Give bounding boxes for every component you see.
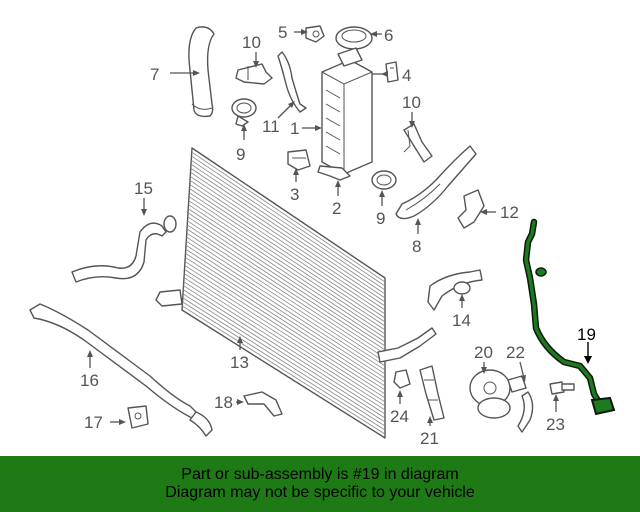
coolant-pipe-part-16[interactable]	[29, 303, 213, 437]
callout-19-highlighted: 19	[577, 325, 596, 344]
callout-20: 20	[474, 343, 493, 362]
parts-diagram: 7 10 9 5 6 4 10 11 1 3 2 9 8 12 15 13 14…	[29, 23, 616, 448]
seal-ring-part-6[interactable]	[335, 26, 373, 50]
hose-part-11[interactable]	[277, 51, 307, 113]
callout-13: 13	[230, 353, 249, 372]
intercooler-part-1[interactable]	[321, 47, 373, 175]
radiator-fin	[186, 232, 386, 363]
callout-17: 17	[84, 413, 103, 432]
radiator-fin	[190, 167, 386, 299]
radiator-fin	[183, 285, 386, 415]
callout-11: 11	[262, 117, 280, 136]
radiator-fin	[184, 269, 386, 399]
coolant-hose-part-19-highlighted[interactable]	[522, 218, 616, 416]
radiator-fin	[188, 196, 386, 327]
radiator-fin	[182, 293, 386, 423]
callout-4: 4	[402, 66, 411, 85]
callout-14: 14	[452, 311, 471, 330]
radiator-fin	[190, 176, 386, 307]
radiator-fin	[183, 289, 386, 419]
callout-5: 5	[278, 23, 287, 42]
radiator-fin	[185, 257, 386, 387]
bracket-part-22[interactable]	[517, 391, 534, 433]
radiator-fin	[187, 220, 386, 351]
radiator-fin	[189, 192, 386, 323]
radiator-fin	[191, 151, 386, 283]
radiator-fin	[190, 163, 386, 295]
callout-18: 18	[214, 393, 233, 412]
callout-3: 3	[290, 185, 299, 204]
callout-2: 2	[332, 199, 341, 218]
radiator-fin	[186, 228, 386, 359]
hose-part-14[interactable]	[427, 269, 483, 311]
radiator-fin	[182, 301, 386, 431]
callout-21: 21	[420, 429, 439, 448]
radiator-fin	[182, 297, 386, 427]
clamp-part-9-left[interactable]	[231, 98, 257, 127]
notice-line-2: Diagram may not be specific to your vehi…	[165, 484, 475, 501]
radiator-fin	[184, 273, 386, 403]
sensor-part-5[interactable]	[305, 25, 325, 43]
radiator-fin	[183, 277, 386, 407]
bracket-part-18[interactable]	[243, 391, 283, 417]
callout-9-center: 9	[376, 209, 385, 228]
radiator-fin	[186, 240, 386, 371]
radiator-fin	[189, 184, 386, 315]
radiator-fin	[189, 188, 386, 319]
air-duct-part-8[interactable]	[395, 145, 477, 220]
leader-lines	[87, 29, 592, 426]
callout-6: 6	[384, 26, 393, 45]
bracket-part-2[interactable]	[317, 165, 351, 181]
callout-9-left: 9	[236, 145, 245, 164]
nut-part-24[interactable]	[393, 369, 411, 389]
radiator-fin	[188, 204, 386, 335]
clamp-part-9-center[interactable]	[371, 170, 397, 190]
air-duct-part-7[interactable]	[188, 26, 215, 118]
radiator-part-13[interactable]	[155, 147, 437, 439]
mount-part-3[interactable]	[287, 149, 311, 171]
bracket-part-12[interactable]	[457, 189, 485, 229]
bracket-part-10-right[interactable]	[403, 123, 433, 163]
radiator-fin	[189, 180, 386, 311]
radiator-fin	[186, 236, 386, 367]
radiator-fin	[187, 224, 386, 355]
radiator-fin	[185, 252, 386, 383]
callout-labels: 7 10 9 5 6 4 10 11 1 3 2 9 8 12 15 13 14…	[80, 23, 596, 448]
radiator-fin	[184, 265, 386, 395]
radiator-fin	[183, 281, 386, 411]
callout-8: 8	[412, 237, 421, 256]
notice-line-1: Part or sub-assembly is #19 in diagram	[181, 466, 459, 483]
radiator-fin	[191, 155, 386, 287]
radiator-fin	[184, 261, 386, 391]
radiator-fin	[185, 248, 386, 379]
callout-12: 12	[500, 203, 519, 222]
bracket-part-21[interactable]	[419, 365, 445, 421]
callout-10-right: 10	[402, 93, 421, 112]
radiator-fin	[191, 159, 386, 291]
radiator-fin	[188, 200, 386, 331]
notice-banner: Part or sub-assembly is #19 in diagram D…	[0, 456, 640, 512]
callout-22: 22	[506, 343, 525, 362]
coolant-hose-part-15[interactable]	[71, 215, 177, 283]
bracket-part-10-left[interactable]	[235, 63, 273, 85]
callout-15: 15	[134, 179, 153, 198]
bolt-part-23[interactable]	[549, 381, 575, 395]
callout-24: 24	[390, 407, 409, 426]
water-pump-part-20[interactable]	[469, 369, 527, 419]
radiator-fin	[187, 216, 386, 347]
mount-part-17[interactable]	[127, 405, 149, 429]
callout-16: 16	[80, 371, 99, 390]
callout-10-left: 10	[242, 33, 261, 52]
radiator-fin	[182, 305, 386, 435]
callout-7: 7	[150, 65, 159, 84]
radiator-fin	[187, 212, 386, 343]
radiator-fin	[185, 244, 386, 375]
callout-23: 23	[546, 415, 565, 434]
callout-1: 1	[290, 119, 299, 138]
radiator-fin	[188, 208, 386, 339]
radiator-fin	[190, 171, 386, 303]
